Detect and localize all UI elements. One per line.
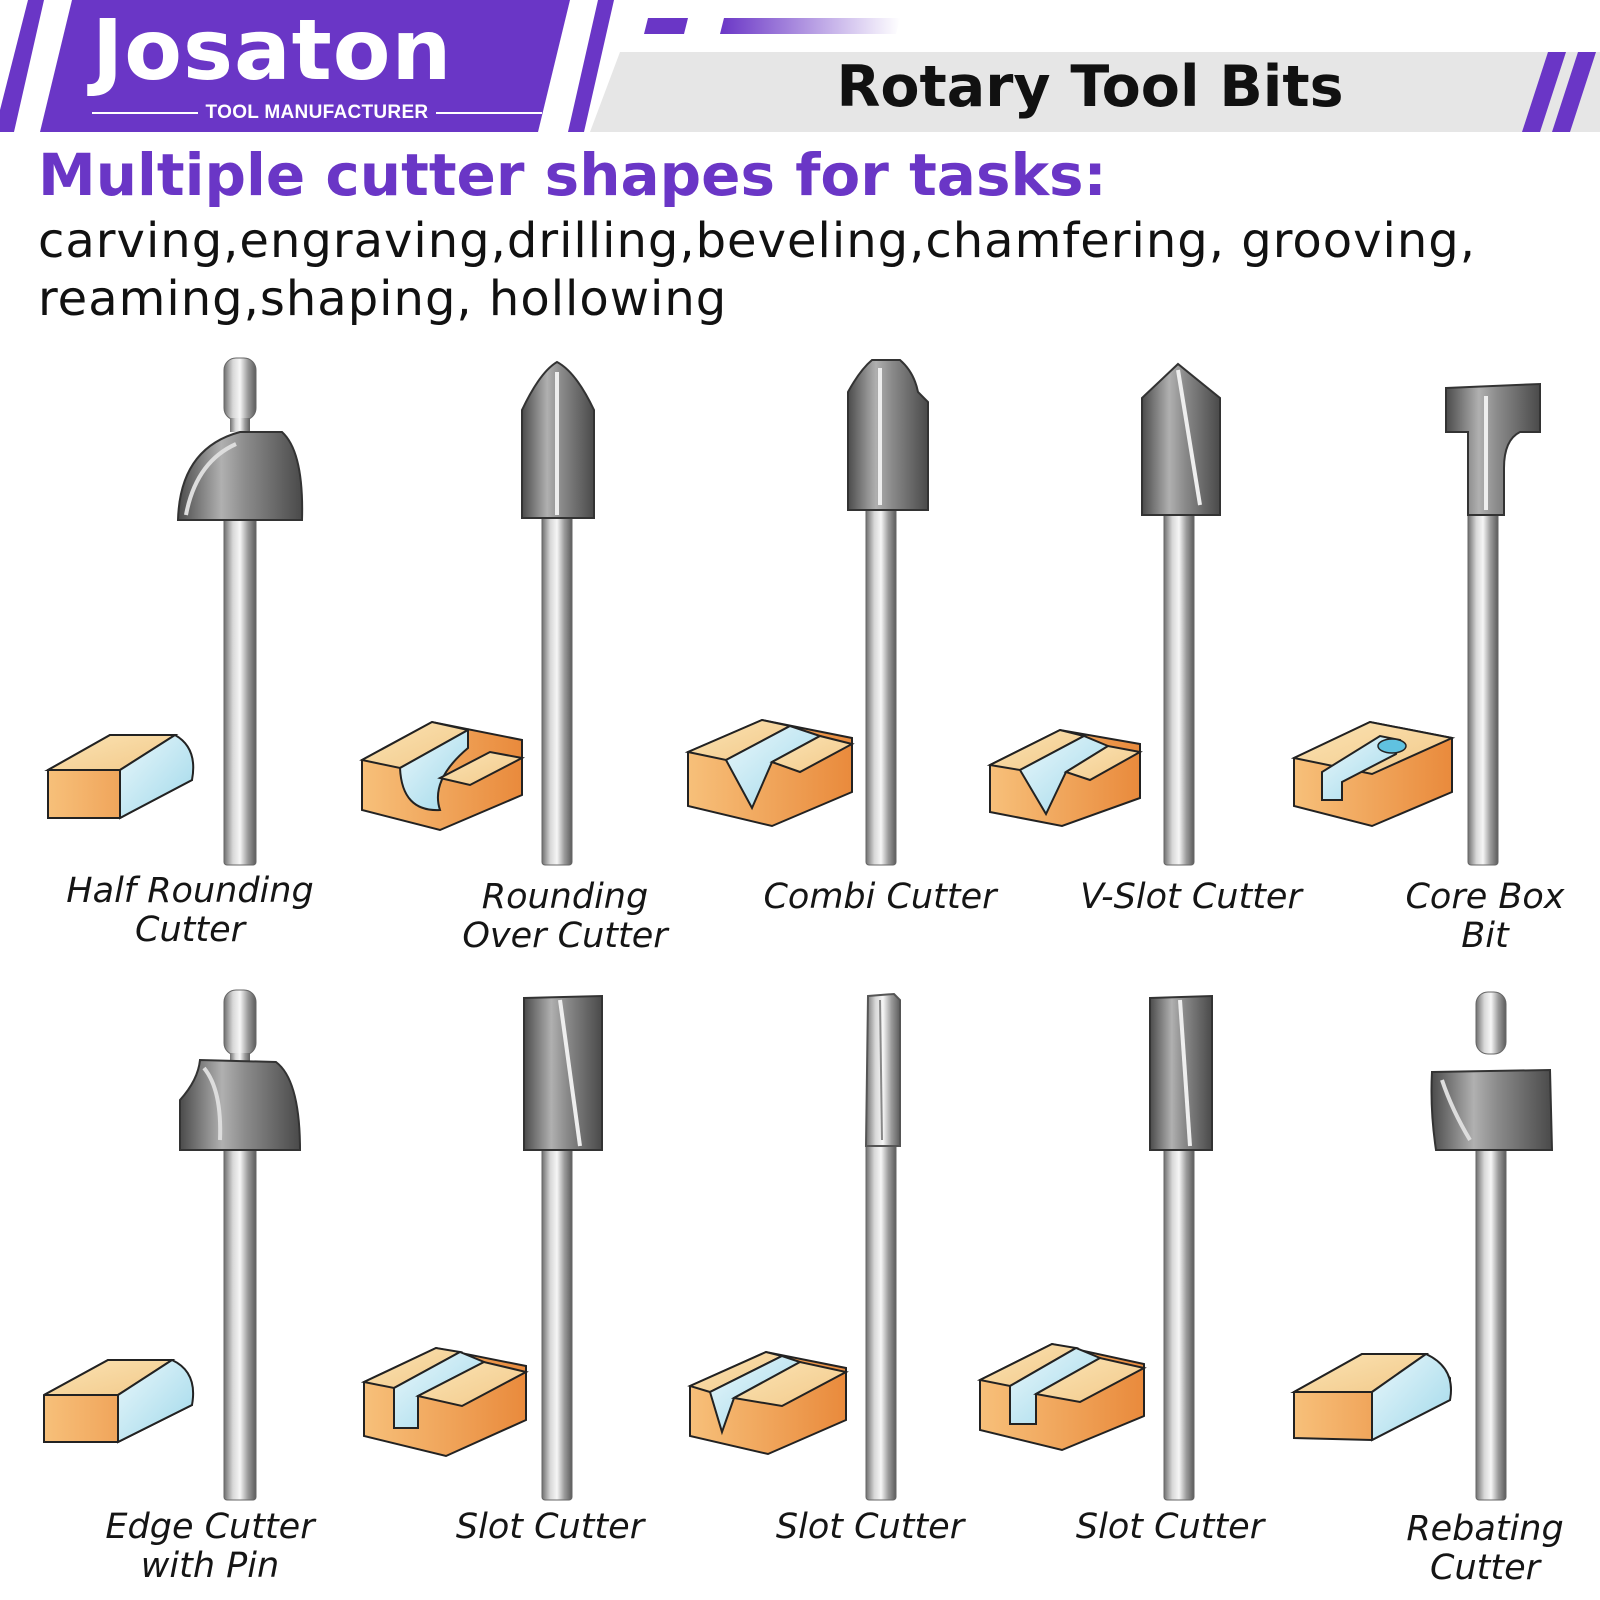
bit-half-rounding-cutter: [176, 357, 304, 866]
label-slot-cutter-3: Slot Cutter: [1030, 1508, 1310, 1547]
header-banner: Josaton TOOL MANUFACTURER Rotary Tool Bi…: [0, 0, 1600, 135]
label-rounding-over-cutter: Rounding Over Cutter: [420, 878, 710, 956]
label-line: Cutter: [135, 910, 245, 950]
brand-block: [40, 0, 570, 132]
wood-sample-core-box: [1290, 720, 1456, 828]
brand-subtitle: TOOL MANUFACTURER: [205, 102, 429, 123]
label-combi-cutter: Combi Cutter: [740, 878, 1020, 917]
label-line: with Pin: [140, 1546, 280, 1586]
bit-rebating-cutter: [1430, 991, 1554, 1501]
brand-rule-right: [436, 112, 542, 114]
accent-dash: [644, 18, 688, 34]
header-gray-band: [590, 52, 1600, 132]
accent-fade-bar: [720, 18, 900, 34]
label-line: Rebating: [1406, 1509, 1564, 1549]
label-v-slot-cutter: V-Slot Cutter: [1046, 878, 1336, 917]
label-half-rounding-cutter: Half Rounding Cutter: [40, 872, 340, 950]
wood-sample-slot-3: [976, 1342, 1147, 1452]
accent-stripe-right-1: [1522, 52, 1566, 132]
wood-sample-slot-1: [360, 1346, 529, 1458]
label-line: Core Box: [1405, 877, 1565, 917]
wood-sample-rounding-over: [359, 720, 526, 832]
bit-combi-cutter: [847, 359, 929, 866]
label-core-box-bit: Core Box Bit: [1380, 878, 1590, 956]
headline: Multiple cutter shapes for tasks:: [38, 141, 1107, 209]
label-line: Slot Cutter: [1075, 1507, 1265, 1547]
header-graphics: [0, 0, 1600, 132]
label-line: Edge Cutter: [105, 1507, 315, 1547]
label-line: Bit: [1461, 916, 1509, 956]
label-line: Rounding: [481, 877, 649, 917]
bit-core-box-bit: [1445, 382, 1541, 866]
label-slot-cutter-2: Slot Cutter: [730, 1508, 1010, 1547]
brand-subtitle-row: TOOL MANUFACTURER: [92, 102, 542, 124]
label-slot-cutter-1: Slot Cutter: [410, 1508, 690, 1547]
brand-rule-left: [92, 112, 198, 114]
brand-stripe-right: [568, 0, 614, 132]
wood-sample-combi: [684, 718, 855, 828]
wood-sample-v-slot: [986, 728, 1143, 828]
label-line: Over Cutter: [462, 916, 668, 956]
wood-sample-slot-2: [687, 1350, 849, 1456]
bit-slot-cutter-1: [523, 994, 603, 1501]
accent-stripe-right-2: [1552, 52, 1596, 132]
task-list: carving,engraving,drilling,beveling,cham…: [38, 212, 1583, 328]
bit-v-slot-cutter: [1141, 362, 1221, 866]
page-title: Rotary Tool Bits: [836, 54, 1344, 120]
label-line: Cutter: [1430, 1548, 1540, 1588]
label-rebating-cutter: Rebating Cutter: [1380, 1510, 1590, 1588]
brand-stripe-left: [0, 0, 44, 132]
wood-sample-half-rounding: [44, 733, 195, 820]
brand-logo-wordmark: Josaton: [92, 1, 453, 99]
label-line: Slot Cutter: [455, 1507, 645, 1547]
wood-sample-rebating: [1290, 1352, 1452, 1442]
label-line: Combi Cutter: [763, 877, 997, 917]
bit-slot-cutter-2: [864, 992, 901, 1501]
wood-sample-edge-cutter: [43, 1358, 194, 1444]
bit-edge-cutter-with-pin: [179, 989, 302, 1501]
label-line: Slot Cutter: [775, 1507, 965, 1547]
label-line: Half Rounding: [66, 871, 314, 911]
label-line: V-Slot Cutter: [1080, 877, 1302, 917]
bit-rounding-over-cutter: [521, 360, 595, 866]
task-list-line-1: carving,engraving,drilling,beveling,cham…: [38, 213, 1477, 269]
bit-slot-cutter-3: [1149, 994, 1213, 1501]
task-list-line-2: reaming,shaping, hollowing: [38, 271, 728, 327]
label-edge-cutter-with-pin: Edge Cutter with Pin: [60, 1508, 360, 1586]
